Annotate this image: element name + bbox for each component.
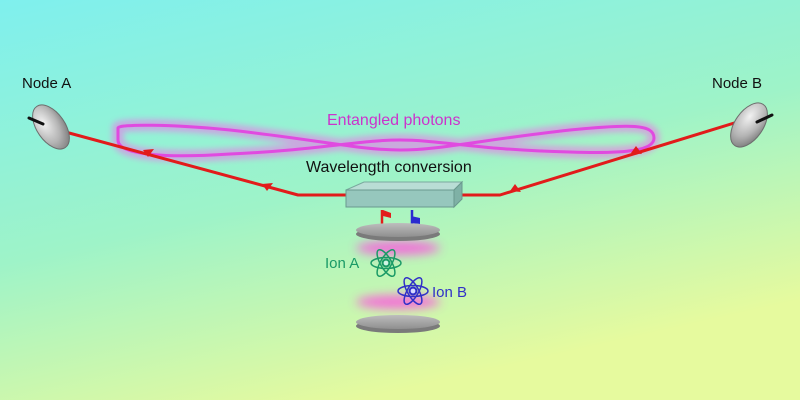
fiber-direction-arrows xyxy=(143,146,642,192)
node-b-satellite-dish-icon xyxy=(730,102,774,148)
arrow-marker xyxy=(143,149,154,157)
arrow-marker xyxy=(510,184,521,192)
ion-a-label: Ion A xyxy=(325,255,360,272)
bottom-electrode xyxy=(356,315,440,333)
optical-fiber xyxy=(56,118,746,197)
top-electrode xyxy=(356,223,440,241)
ion-a-atom-icon xyxy=(370,248,402,278)
arrow-marker xyxy=(631,146,642,154)
node-b-label: Node B xyxy=(712,75,763,92)
node-a-satellite-dish-icon xyxy=(27,104,70,150)
ion-b-atom-icon xyxy=(397,276,429,306)
entangled-photons-glow xyxy=(112,119,661,162)
ion-b-label: Ion B xyxy=(432,284,468,301)
entangled-photons-label: Entangled photons xyxy=(327,112,461,129)
wavelength-conversion-crystal xyxy=(345,180,464,209)
arrow-marker xyxy=(262,183,273,191)
node-a-label: Node A xyxy=(22,75,72,92)
wavelength-conversion-label: Wavelength conversion xyxy=(306,159,472,176)
